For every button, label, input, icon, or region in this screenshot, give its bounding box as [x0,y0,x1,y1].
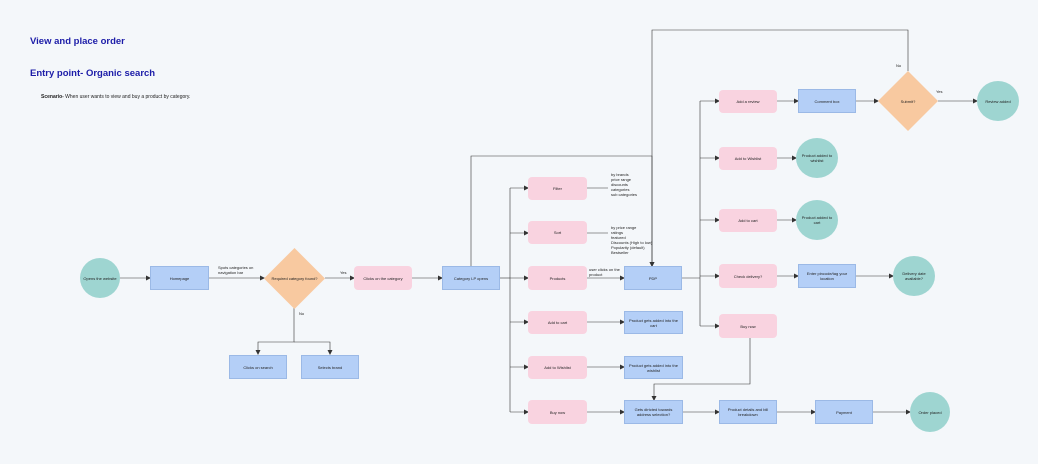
edge-submit-no [649,29,909,267]
decision-submit: Submit? [878,71,938,131]
node-pdp: PDP [624,266,682,290]
node-sort: Sort [528,221,587,244]
edge-decision-no-brand [294,341,333,355]
edge-decision-no [255,308,295,355]
entry-point-heading: Entry point- Organic search [30,68,156,79]
node-add-to-cart: Add to cart [528,311,587,334]
node-payment: Payment [815,400,873,424]
node-buy-now: Buy now [528,400,587,424]
node-enter-pincode: Enter pincode/tag your location [798,264,856,288]
filter-option: price range [611,177,632,182]
label-yes-submit: Yes [936,89,943,94]
node-check-delivery: Check delivery? [719,264,777,288]
label-no: No [299,311,305,316]
node-product-added-cart: Product gets added into the cart [624,311,683,334]
node-add-to-wishlist: Add to Wishlist [528,356,587,379]
scenario-description: When user wants to view and buy a produc… [63,94,191,100]
filter-option: discounts [611,182,628,187]
node-product-details-bill: Product details and bill breakdown [719,400,777,424]
node-category-lp: Category LP opens [442,266,500,290]
node-pdp-add-cart: Add to cart [719,209,777,232]
label-filter-options: by brands price range discounts categori… [611,172,637,197]
filter-option: categories [611,187,630,192]
node-product-added-cart-circle: Product added to cart [796,200,838,240]
label-spots-categories: Spots categories on navigation bar [218,265,254,275]
label-yes: Yes [340,270,347,275]
node-products: Products [528,266,587,290]
node-clicks-on-category: Clicks on the category [354,266,412,290]
filter-option: by brands [611,172,629,177]
scenario-text: Scenario- When user wants to view and bu… [41,94,190,100]
node-pdp-buy-now: Buy now [719,314,777,338]
decision-required-category: Required category found? [264,248,325,309]
node-product-added-wishlist: Product gets added into the wishlist [624,356,683,379]
scenario-label: Scenario- [41,94,64,100]
sort-option: Bestseller [611,250,629,255]
node-add-review: Add a review [719,90,777,113]
sort-option: Popularity (default) [611,245,645,250]
node-delivery-date: Delivery date available? [893,256,935,296]
decision-label: Submit? [900,98,916,104]
diamond-shape [264,248,325,309]
node-homepage: Homepage [150,266,209,290]
node-product-added-wishlist-circle: Product added to wishlist [796,138,838,178]
node-pdp-add-wishlist: Add to Wishlist [719,147,777,170]
node-order-placed: Order placed [910,392,950,432]
diamond-shape [878,71,938,131]
node-address-selection: Gets dirtcted towards address selection? [624,400,683,424]
node-clicks-on-search: Clicks on search [229,355,287,379]
sort-option: by price range [611,225,637,230]
node-comment-box: Comment box [798,89,856,113]
sort-option: ratings [611,230,624,235]
label-no-submit: No [896,63,902,68]
node-review-added: Review added [977,81,1019,121]
filter-option: sub categories [611,192,638,197]
node-opens-website: Opens the website [80,258,120,298]
node-filter: Filter [528,177,587,200]
label-sort-options: by price range ratings featured Discount… [611,225,652,255]
node-selects-brand: Selects brand [301,355,359,379]
label-user-clicks-product: user clicks on the product [589,267,620,277]
edge-pdpbuy-redirect [651,338,751,401]
page-title: View and place order [30,36,125,47]
sort-option: Discounts (High to low) [611,240,653,245]
decision-label: Required category found? [271,276,318,281]
sort-option: featured [611,235,626,240]
